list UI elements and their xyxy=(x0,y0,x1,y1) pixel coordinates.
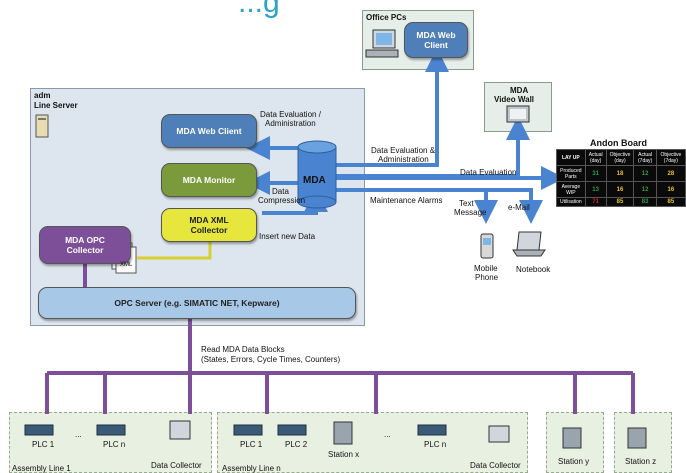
linen-name: Assembly Line n xyxy=(222,464,281,473)
label-notebook: Notebook xyxy=(516,265,551,274)
line1-name: Assembly Line 1 xyxy=(12,464,71,473)
andon-cell: 13 xyxy=(584,181,607,199)
arrow-mda-office xyxy=(335,48,449,167)
line-server-subtitle: Line Server xyxy=(34,101,78,110)
andon-cell: 18 xyxy=(605,165,635,183)
station-z-label: Station z xyxy=(625,457,657,466)
andon-cell: 12 xyxy=(633,181,657,199)
mda-web-client-node: MDA Web Client xyxy=(161,114,257,148)
line1-collector-label: Data Collector xyxy=(151,461,202,470)
mobile-phone-icon xyxy=(480,233,494,259)
video-wall-subtitle: Video Wall xyxy=(494,95,535,104)
andon-header: LAY UP xyxy=(556,148,586,167)
mda-database-icon xyxy=(297,140,337,209)
andon-board-table: LAY UP Actual (day) Objective (day) Actu… xyxy=(556,148,686,207)
notebook-icon xyxy=(512,231,546,257)
mda-monitor-node: MDA Monitor xyxy=(161,163,257,197)
label-read-blocks-2: (States, Errors, Cycle Times, Counters) xyxy=(201,355,341,364)
linen-plc1-label: PLC 1 xyxy=(240,440,263,449)
andon-cell: 71 xyxy=(584,197,607,207)
office-client-label-2: Client xyxy=(424,40,448,50)
opc-collector-label-1: MDA OPC xyxy=(65,235,105,245)
label-email: e-Mail xyxy=(508,203,530,212)
xml-collector-label-1: MDA XML xyxy=(189,215,229,225)
label-mobile-phone-1: Mobile xyxy=(474,264,498,273)
andon-header: Actual (7day) xyxy=(633,148,657,167)
opc-collector-label-2: Collector xyxy=(66,245,104,255)
field-bus xyxy=(45,262,635,414)
label-data-eval-admin2-1: Data Evaluation & xyxy=(371,146,436,155)
label-data-compression-1: Data xyxy=(272,187,289,196)
label-text-message-2: Message xyxy=(454,208,487,217)
label-data-compression-2: Compression xyxy=(258,196,306,205)
linen-station-label: Station x xyxy=(328,450,360,459)
line1-plc1-label: PLC 1 xyxy=(32,440,55,449)
office-pcs-title: Office PCs xyxy=(366,13,407,22)
andon-cell: 31 xyxy=(584,165,607,183)
andon-header: Objective (7day) xyxy=(655,148,686,167)
label-text-message-1: Text xyxy=(459,199,474,208)
andon-cell: 85 xyxy=(605,197,635,207)
line-server-title: adm xyxy=(34,91,51,100)
label-insert-new-data: Insert new Data xyxy=(259,232,316,241)
station-y-label: Station y xyxy=(558,457,590,466)
mda-database-label: MDA xyxy=(303,175,326,186)
station-terminal-icons xyxy=(333,421,647,449)
andon-row-label: Produced Parts xyxy=(556,165,586,183)
andon-cell: 12 xyxy=(633,165,657,183)
xml-connector xyxy=(137,238,212,260)
label-read-blocks-1: Read MDA Data Blocks xyxy=(201,345,285,354)
mda-opc-collector-node: MDA OPC Collector xyxy=(39,226,131,264)
mda-xml-collector-node: MDA XML Collector xyxy=(161,208,257,242)
office-client-label-1: MDA Web xyxy=(416,30,456,40)
video-wall-monitor-icon xyxy=(506,105,530,123)
office-web-client-node: MDA Web Client xyxy=(404,22,468,58)
xml-collector-label-2: Collector xyxy=(190,225,228,235)
andon-header: Objective (day) xyxy=(605,148,635,167)
line1-plcn-label: PLC n xyxy=(103,440,126,449)
andon-row-label: Utilisation xyxy=(556,197,586,207)
andon-cell: 16 xyxy=(605,181,635,199)
office-pc-icon xyxy=(365,29,399,58)
linen-dots: ... xyxy=(384,430,391,439)
label-data-eval-admin-1: Data Evaluation / xyxy=(260,110,321,119)
andon-header: Actual (day) xyxy=(584,148,607,167)
line1-dots: ... xyxy=(75,430,82,439)
linen-collector-label: Data Collector xyxy=(470,461,521,470)
andon-cell: 85 xyxy=(655,197,686,207)
label-data-eval-admin-2: Administration xyxy=(265,119,316,128)
arrow-mda-notebook xyxy=(486,188,543,224)
label-data-eval-admin2-2: Administration xyxy=(378,155,429,164)
label-mobile-phone-2: Phone xyxy=(475,273,499,282)
video-wall-title: MDA xyxy=(510,86,529,95)
andon-row-label: Average WIP xyxy=(556,181,586,199)
linen-plcn-label: PLC n xyxy=(424,440,447,449)
line-server-icon xyxy=(35,114,49,138)
andon-cell: 28 xyxy=(655,165,686,183)
page-header-fragment: ...g xyxy=(238,0,280,19)
andon-board-title: Andon Board xyxy=(590,138,647,148)
plc-icons xyxy=(24,424,447,436)
xml-document-label: XML xyxy=(120,262,133,268)
label-maintenance-alarms: Maintenance Alarms xyxy=(370,196,443,205)
label-data-evaluation: Data Evaluation xyxy=(460,168,517,177)
linen-plc2-label: PLC 2 xyxy=(285,440,308,449)
andon-cell: 83 xyxy=(633,197,657,207)
andon-cell: 16 xyxy=(655,181,686,199)
opc-server-node: OPC Server (e.g. SIMATIC NET, Kepware) xyxy=(38,287,356,319)
data-collector-icons xyxy=(169,420,510,443)
